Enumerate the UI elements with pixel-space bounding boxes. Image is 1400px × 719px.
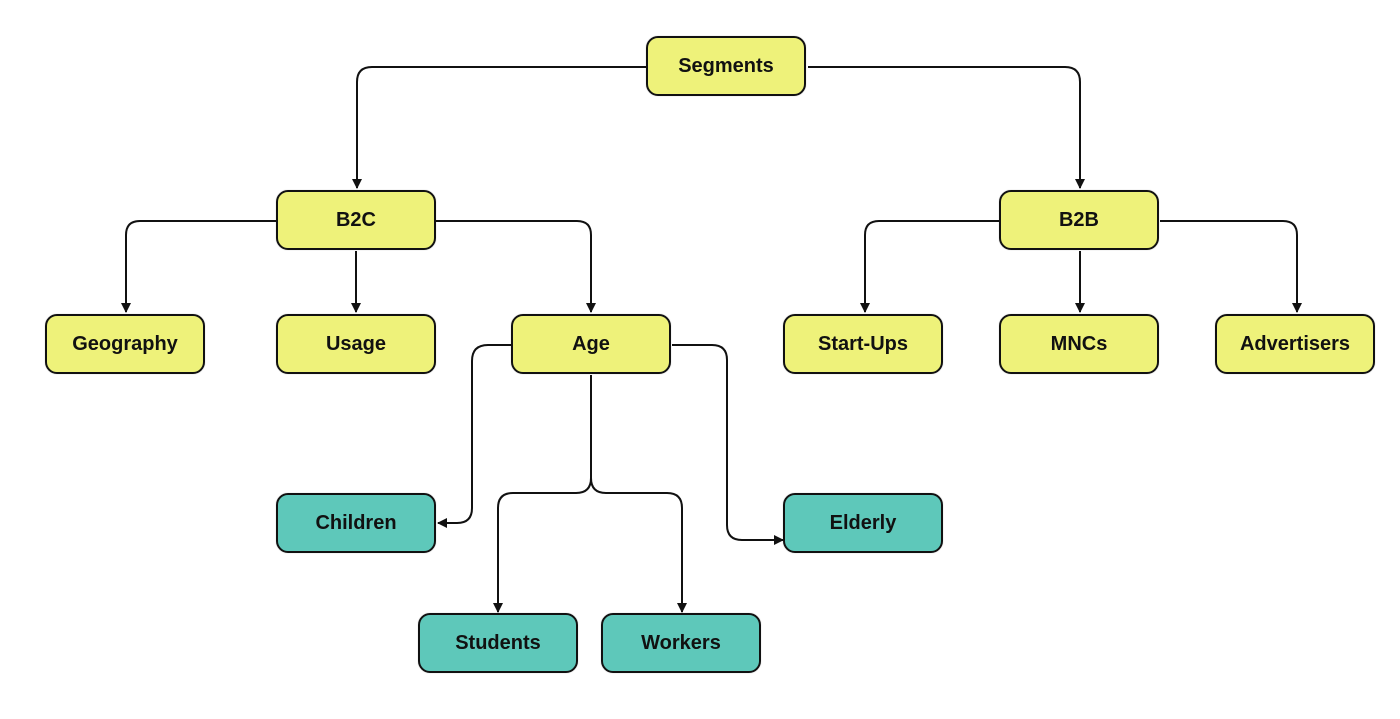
node-label: Workers bbox=[641, 631, 721, 654]
node-label: Usage bbox=[325, 332, 387, 355]
edge-age-workers bbox=[590, 477, 687, 613]
edge-b2b-startups bbox=[860, 220, 999, 313]
edge-age-elderly bbox=[672, 344, 784, 545]
node-label: Start-Ups bbox=[817, 332, 908, 355]
node-segments: Segments bbox=[646, 36, 806, 96]
node-mncs: MNCs bbox=[999, 314, 1159, 374]
edge-age-children bbox=[437, 344, 511, 528]
node-label: Age bbox=[572, 332, 610, 355]
node-label: B2C bbox=[335, 208, 376, 231]
node-students: Students bbox=[418, 613, 578, 673]
node-geography: Geography bbox=[45, 314, 205, 374]
node-label: Geography bbox=[72, 332, 178, 355]
node-label: Elderly bbox=[829, 511, 897, 534]
node-workers: Workers bbox=[601, 613, 761, 673]
node-startups: Start-Ups bbox=[783, 314, 943, 374]
node-label: Students bbox=[455, 631, 541, 654]
node-age: Age bbox=[511, 314, 671, 374]
edge-b2b-advertisers bbox=[1160, 220, 1302, 313]
node-b2b: B2B bbox=[999, 190, 1159, 250]
node-elderly: Elderly bbox=[783, 493, 943, 553]
edge-b2c-geography bbox=[121, 220, 276, 313]
node-label: Children bbox=[315, 511, 397, 534]
node-label: Segments bbox=[678, 54, 774, 77]
node-label: Advertisers bbox=[1239, 332, 1351, 355]
node-label: MNCs bbox=[1050, 332, 1108, 355]
node-children: Children bbox=[276, 493, 436, 553]
edge-b2c-age bbox=[436, 220, 596, 313]
node-usage: Usage bbox=[276, 314, 436, 374]
edge-segments-b2b bbox=[808, 66, 1085, 189]
node-b2c: B2C bbox=[276, 190, 436, 250]
node-advertisers: Advertisers bbox=[1215, 314, 1375, 374]
node-label: B2B bbox=[1058, 208, 1099, 231]
edge-segments-b2c bbox=[352, 66, 646, 189]
edge-age-students bbox=[493, 375, 592, 613]
